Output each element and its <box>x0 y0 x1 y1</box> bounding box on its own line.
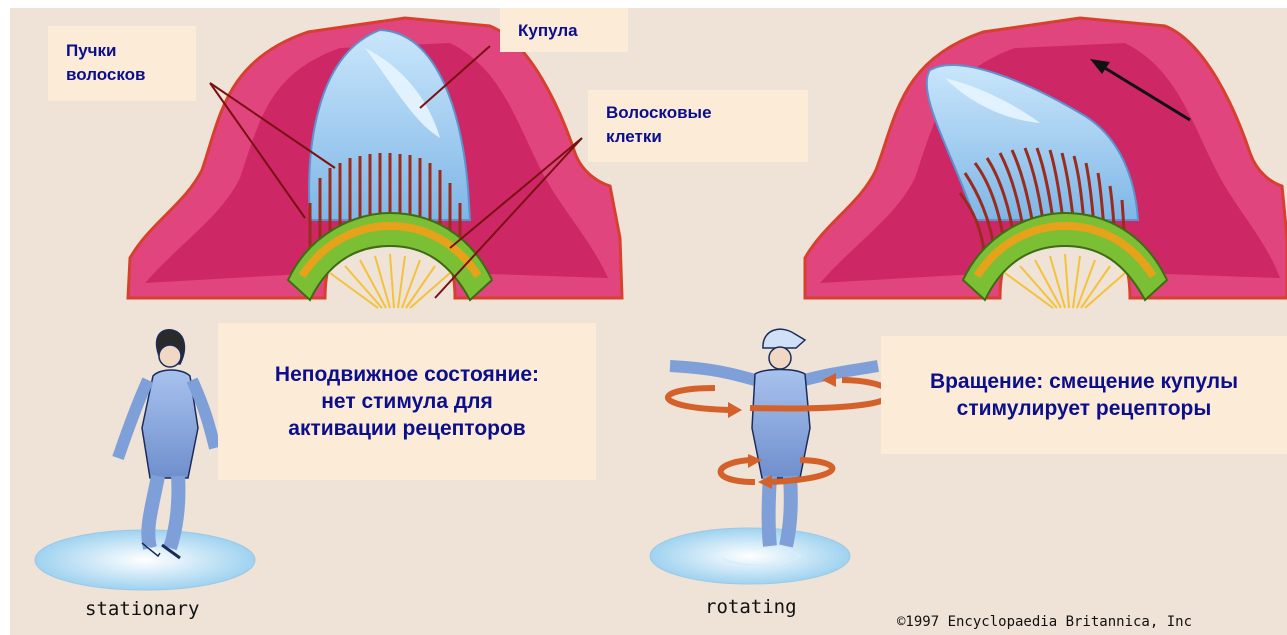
copyright: ©1997 Encyclopaedia Britannica, Inc <box>897 614 1192 630</box>
nerve-fibers <box>1005 254 1125 308</box>
ampulla-rotating <box>805 18 1287 308</box>
cupula-label-text: Купула <box>518 21 578 40</box>
skater-stationary <box>118 330 215 558</box>
stationary-caption-text: Неподвижное состояние: нет стимула для а… <box>267 361 547 442</box>
hair-cells-label: Волосковые клетки <box>588 90 808 162</box>
skater-rotating <box>670 329 878 546</box>
hair-cells-label-text: Волосковые клетки <box>606 101 756 149</box>
rotating-caption-box: Вращение: смещение купулы стимулирует ре… <box>881 336 1287 454</box>
hair-bundles-label-text: Пучки волосков <box>66 41 146 84</box>
hair-bundles-label: Пучки волосков <box>48 26 196 101</box>
rotating-label: rotating <box>705 596 797 618</box>
rink-rotating <box>650 528 850 584</box>
nerve-fibers <box>330 254 450 308</box>
ampulla-stationary <box>128 18 622 308</box>
stationary-caption-box: Неподвижное состояние: нет стимула для а… <box>218 323 596 480</box>
rotating-caption-text: Вращение: смещение купулы стимулирует ре… <box>929 368 1239 422</box>
stationary-label: stationary <box>85 598 199 620</box>
cupula-label: Купула <box>500 8 628 52</box>
diagram-canvas: Пучки волосков Купула Волосковые клетки … <box>10 8 1287 635</box>
